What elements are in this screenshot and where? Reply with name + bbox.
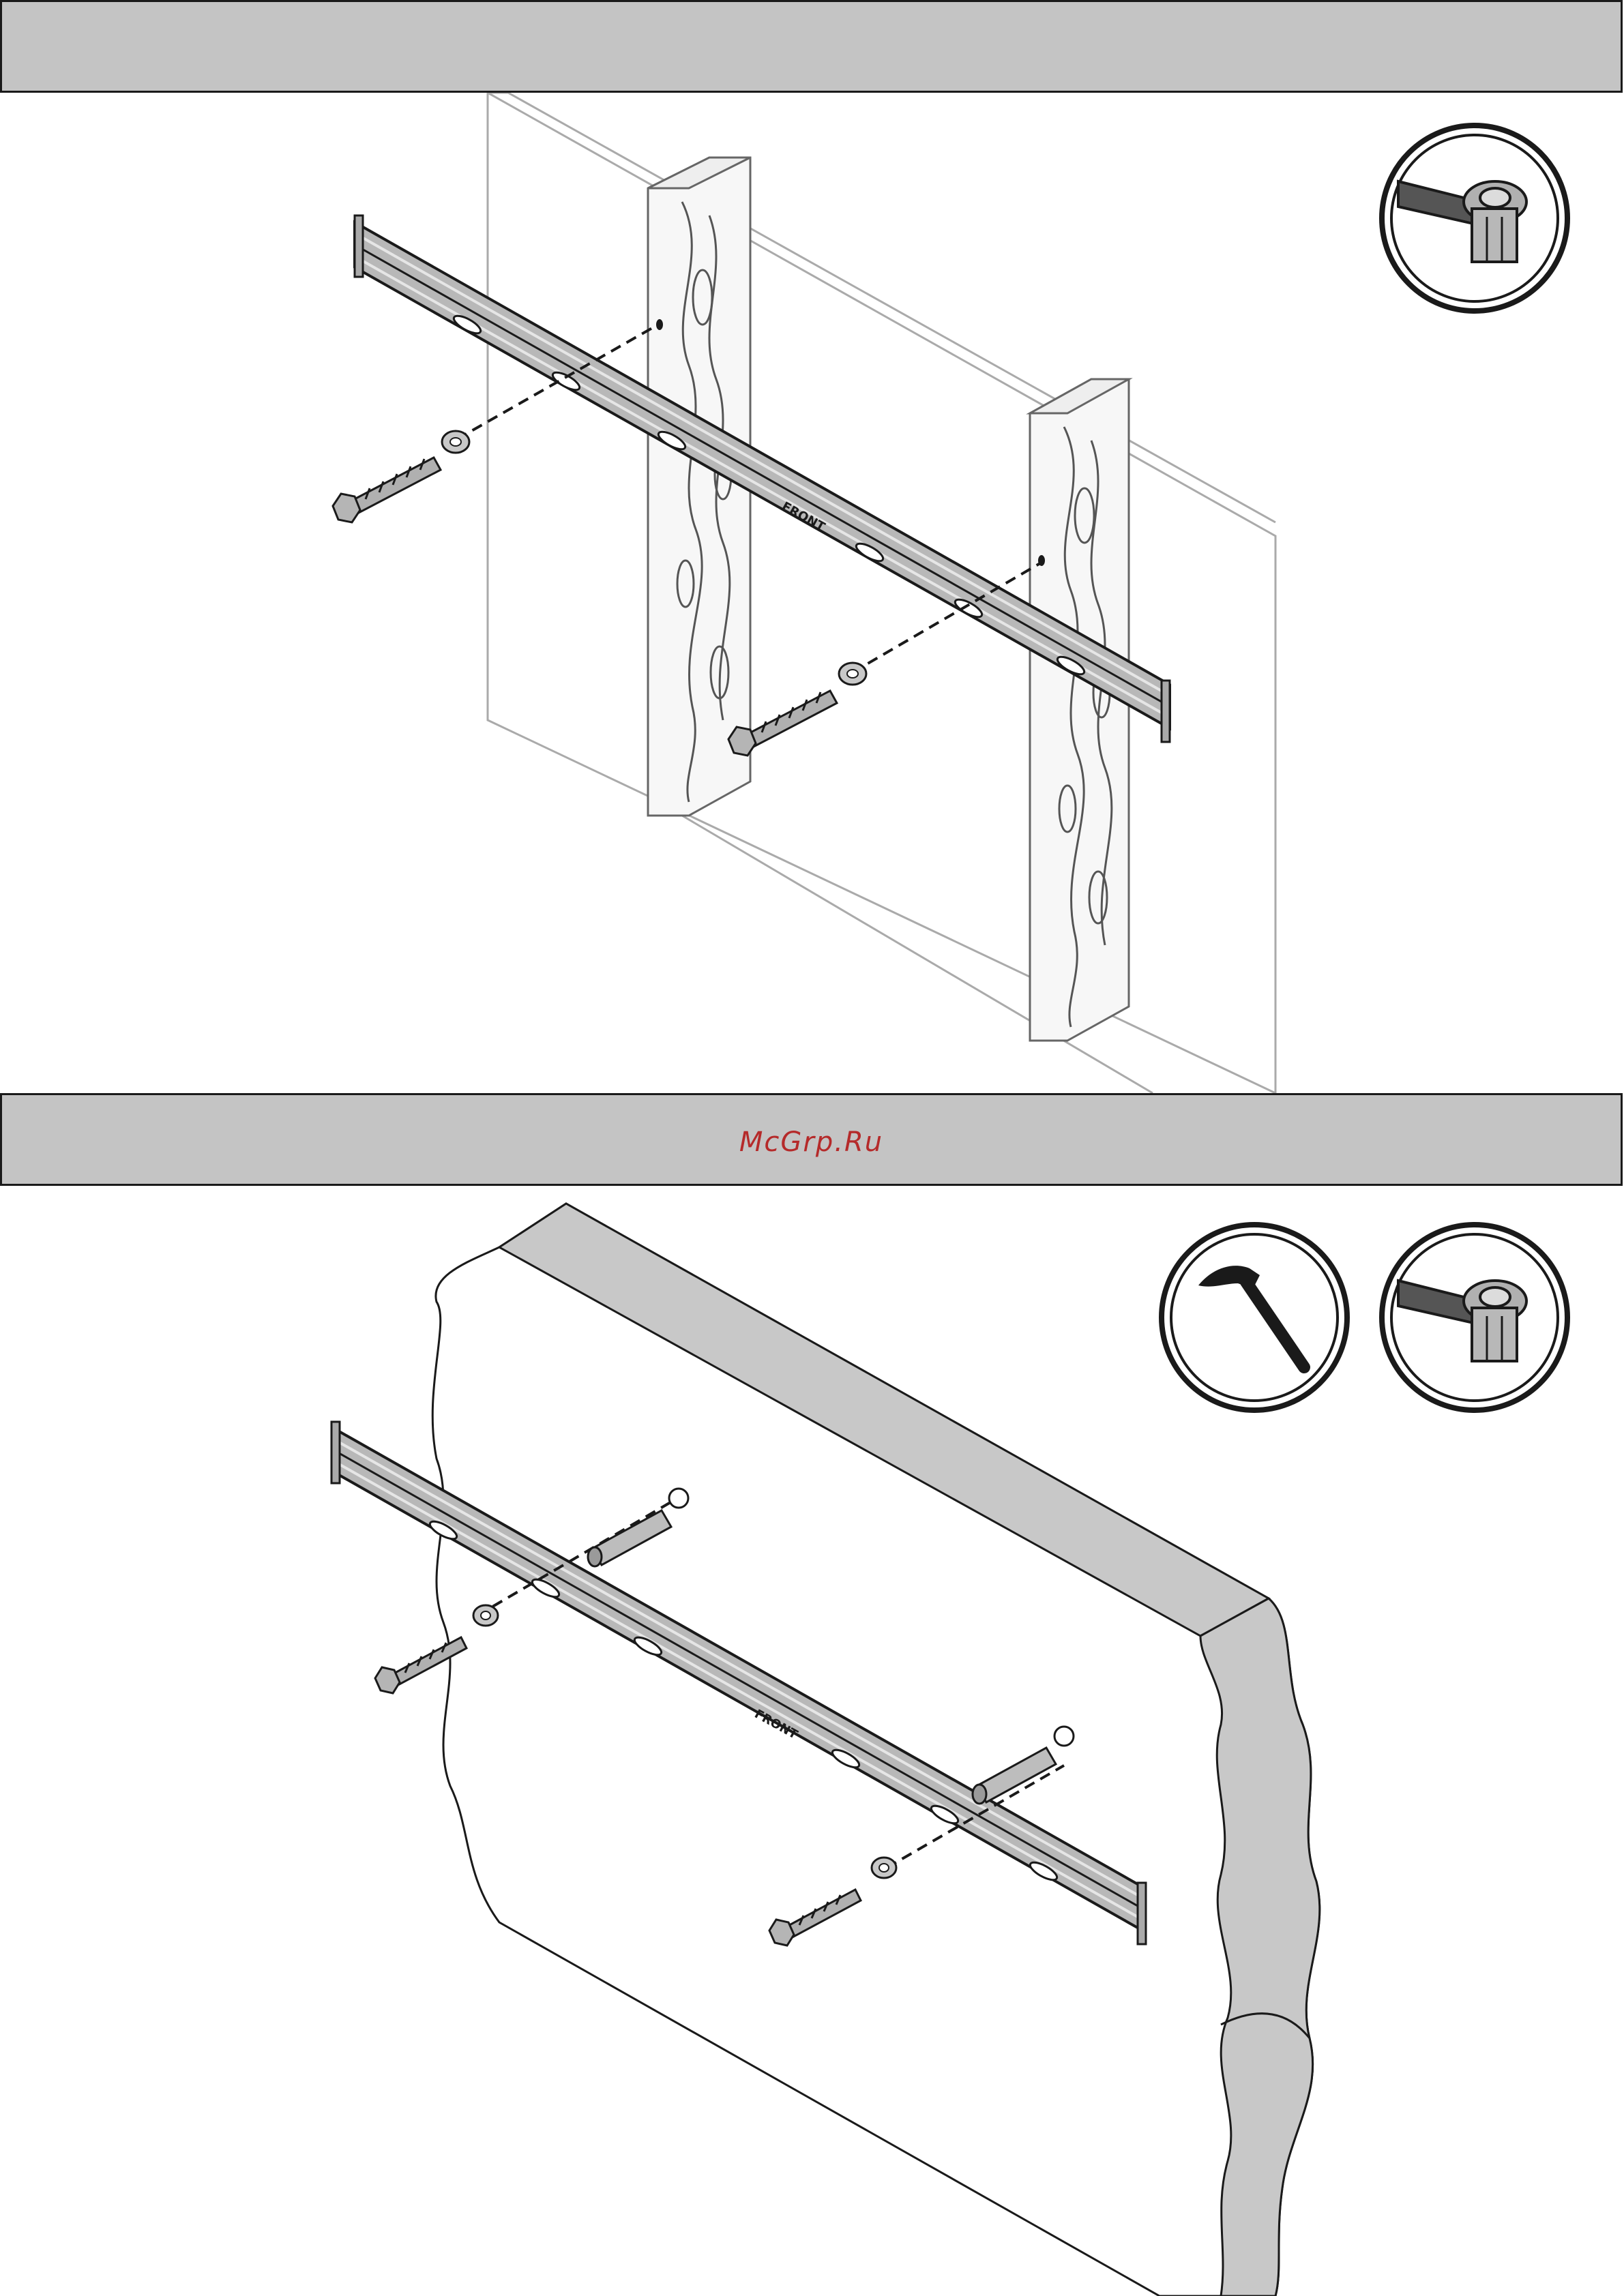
watermark-text: McGrp.Ru xyxy=(2,1127,1621,1158)
step-1-header-bar xyxy=(0,0,1623,93)
socket-wrench-icon xyxy=(1378,121,1572,316)
socket-wrench-icon-2 xyxy=(1378,1221,1572,1415)
step-2-header-bar: McGrp.Ru xyxy=(0,1093,1623,1186)
hammer-icon xyxy=(1157,1221,1352,1415)
lag-bolt-1 xyxy=(333,458,441,522)
washer-3 xyxy=(473,1605,498,1626)
wood-stud-right xyxy=(1030,379,1129,1041)
washer-1 xyxy=(442,431,469,453)
washer-2 xyxy=(839,663,866,685)
wood-stud-left xyxy=(648,158,750,816)
drywall-panel xyxy=(488,93,1275,1093)
washer-4 xyxy=(872,1858,896,1878)
